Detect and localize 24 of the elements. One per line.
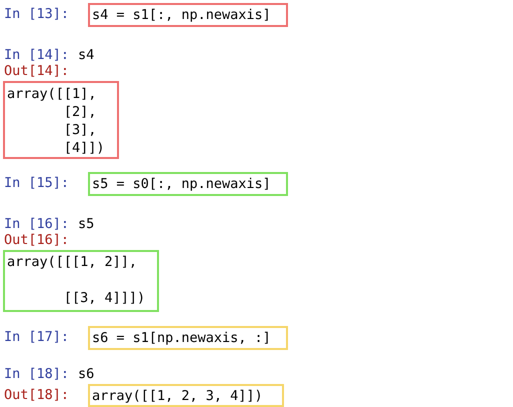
code-text: s5 [78, 216, 94, 232]
code-text: s4 [78, 47, 94, 63]
input-prompt: In [18]: [4, 366, 70, 382]
input-prompt: In [13]: [4, 6, 70, 22]
input-prompt: In [16]: [4, 216, 70, 232]
code-text: s6 [78, 366, 94, 382]
input-prompt: In [15]: [4, 175, 70, 191]
highlight-box [88, 3, 288, 27]
code-text: array([[1], [2], [3], [4]]) [7, 85, 105, 157]
highlight-box [88, 326, 288, 350]
input-prompt: In [17]: [4, 329, 70, 345]
code-text: array([[[1, 2]], [[3, 4]]]) [7, 253, 146, 308]
output-prompt: Out[14]: [4, 63, 70, 79]
code-text: s4 = s1[:, np.newaxis] [92, 7, 272, 23]
highlight-box [3, 250, 159, 312]
output-prompt: Out[16]: [4, 232, 70, 248]
highlight-box [88, 172, 288, 196]
highlight-box [88, 384, 284, 407]
output-prompt: Out[18]: [4, 387, 70, 403]
code-text: array([[1, 2, 3, 4]]) [92, 388, 264, 404]
input-prompt: In [14]: [4, 47, 70, 63]
highlight-box [3, 81, 119, 159]
code-text: s5 = s0[:, np.newaxis] [92, 176, 272, 192]
code-text: s6 = s1[np.newaxis, :] [92, 330, 272, 346]
